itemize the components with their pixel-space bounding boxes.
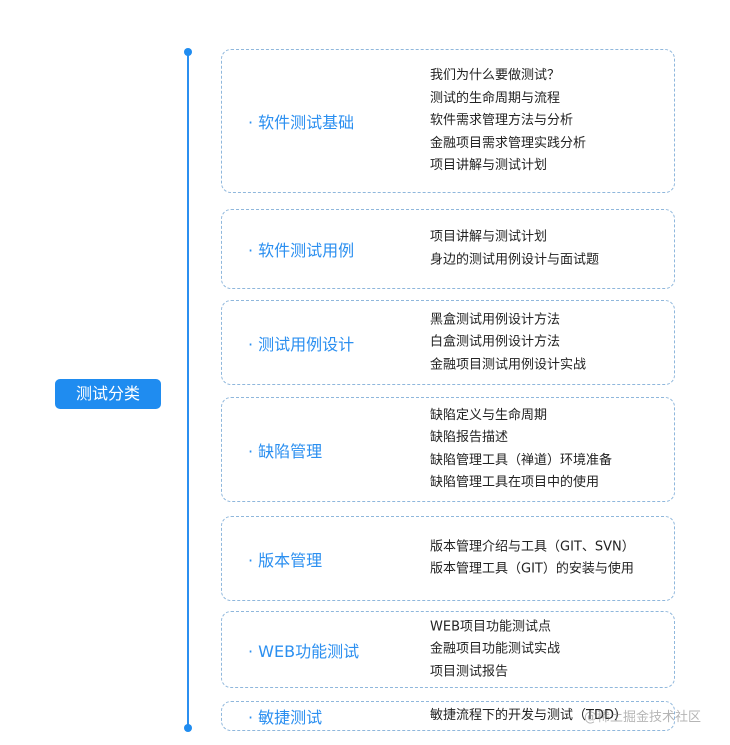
list-item: 金融项目测试用例设计实战 (430, 356, 587, 372)
list-item: 版本管理工具（GIT）的安装与使用 (430, 561, 634, 577)
branch-card-version-management[interactable]: · 版本管理 版本管理介绍与工具（GIT、SVN） 版本管理工具（GIT）的安装… (221, 516, 675, 601)
branch-card-web-functional-testing[interactable]: · WEB功能测试 WEB项目功能测试点 金融项目功能测试实战 项目测试报告 (221, 611, 675, 688)
list-item: 白盒测试用例设计方法 (430, 334, 561, 350)
branch-item-list: 项目讲解与测试计划 身边的测试用例设计与面试题 (430, 227, 599, 272)
branch-card-test-case-design[interactable]: · 测试用例设计 黑盒测试用例设计方法 白盒测试用例设计方法 金融项目测试用例设… (221, 300, 675, 385)
list-item: 缺陷定义与生命周期 (430, 407, 548, 423)
list-item: WEB项目功能测试点 (430, 618, 551, 634)
branch-title: · 测试用例设计 (248, 334, 355, 354)
branch-title: · WEB功能测试 (248, 641, 360, 661)
branch-title: · 版本管理 (248, 550, 323, 570)
timeline-start-dot (184, 48, 192, 56)
list-item: 版本管理介绍与工具（GIT、SVN） (430, 539, 635, 554)
root-node-label[interactable]: 测试分类 (55, 379, 161, 409)
branch-title: · 软件测试用例 (248, 241, 355, 260)
list-item: 项目讲解与测试计划 (430, 229, 548, 245)
timeline-spine (187, 52, 189, 728)
list-item: 我们为什么要做测试？ (430, 67, 561, 83)
timeline-end-dot (184, 724, 192, 732)
list-item: 项目讲解与测试计划 (430, 157, 548, 173)
list-item: 身边的测试用例设计与面试题 (430, 252, 600, 267)
branch-title: · 缺陷管理 (248, 441, 323, 461)
watermark: @稀土掘金技术社区 (584, 710, 702, 725)
list-item: 软件需求管理方法与分析 (430, 112, 574, 128)
branch-title: · 软件测试基础 (248, 113, 355, 132)
list-item: 敏捷流程下的开发与测试（TDD） (430, 707, 627, 723)
branch-item-list: 缺陷定义与生命周期 缺陷报告描述 缺陷管理工具（禅道）环境准备 缺陷管理工具在项… (430, 405, 612, 495)
branch-title: · 敏捷测试 (248, 708, 323, 727)
branch-card-agile-testing[interactable]: · 敏捷测试 敏捷流程下的开发与测试（TDD） (221, 701, 675, 731)
branch-item-list: 敏捷流程下的开发与测试（TDD） (430, 705, 627, 728)
branch-card-software-testing-basics[interactable]: · 软件测试基础 我们为什么要做测试？ 测试的生命周期与流程 软件需求管理方法与… (221, 49, 675, 193)
branch-item-list: 我们为什么要做测试？ 测试的生命周期与流程 软件需求管理方法与分析 金融项目需求… (430, 65, 586, 178)
list-item: 项目测试报告 (430, 663, 509, 679)
list-item: 测试的生命周期与流程 (430, 90, 561, 106)
list-item: 金融项目功能测试实战 (430, 641, 561, 657)
list-item: 缺陷报告描述 (430, 430, 509, 445)
list-item: 缺陷管理工具（禅道）环境准备 (430, 452, 613, 468)
list-item: 金融项目需求管理实践分析 (430, 135, 587, 151)
branch-item-list: 版本管理介绍与工具（GIT、SVN） 版本管理工具（GIT）的安装与使用 (430, 536, 635, 581)
branch-card-defect-management[interactable]: · 缺陷管理 缺陷定义与生命周期 缺陷报告描述 缺陷管理工具（禅道）环境准备 缺… (221, 397, 675, 502)
branch-item-list: 黑盒测试用例设计方法 白盒测试用例设计方法 金融项目测试用例设计实战 (430, 309, 586, 377)
list-item: 黑盒测试用例设计方法 (430, 311, 561, 327)
list-item: 缺陷管理工具在项目中的使用 (430, 475, 600, 490)
branch-card-test-cases[interactable]: · 软件测试用例 项目讲解与测试计划 身边的测试用例设计与面试题 (221, 209, 675, 289)
branch-item-list: WEB项目功能测试点 金融项目功能测试实战 项目测试报告 (430, 616, 560, 684)
